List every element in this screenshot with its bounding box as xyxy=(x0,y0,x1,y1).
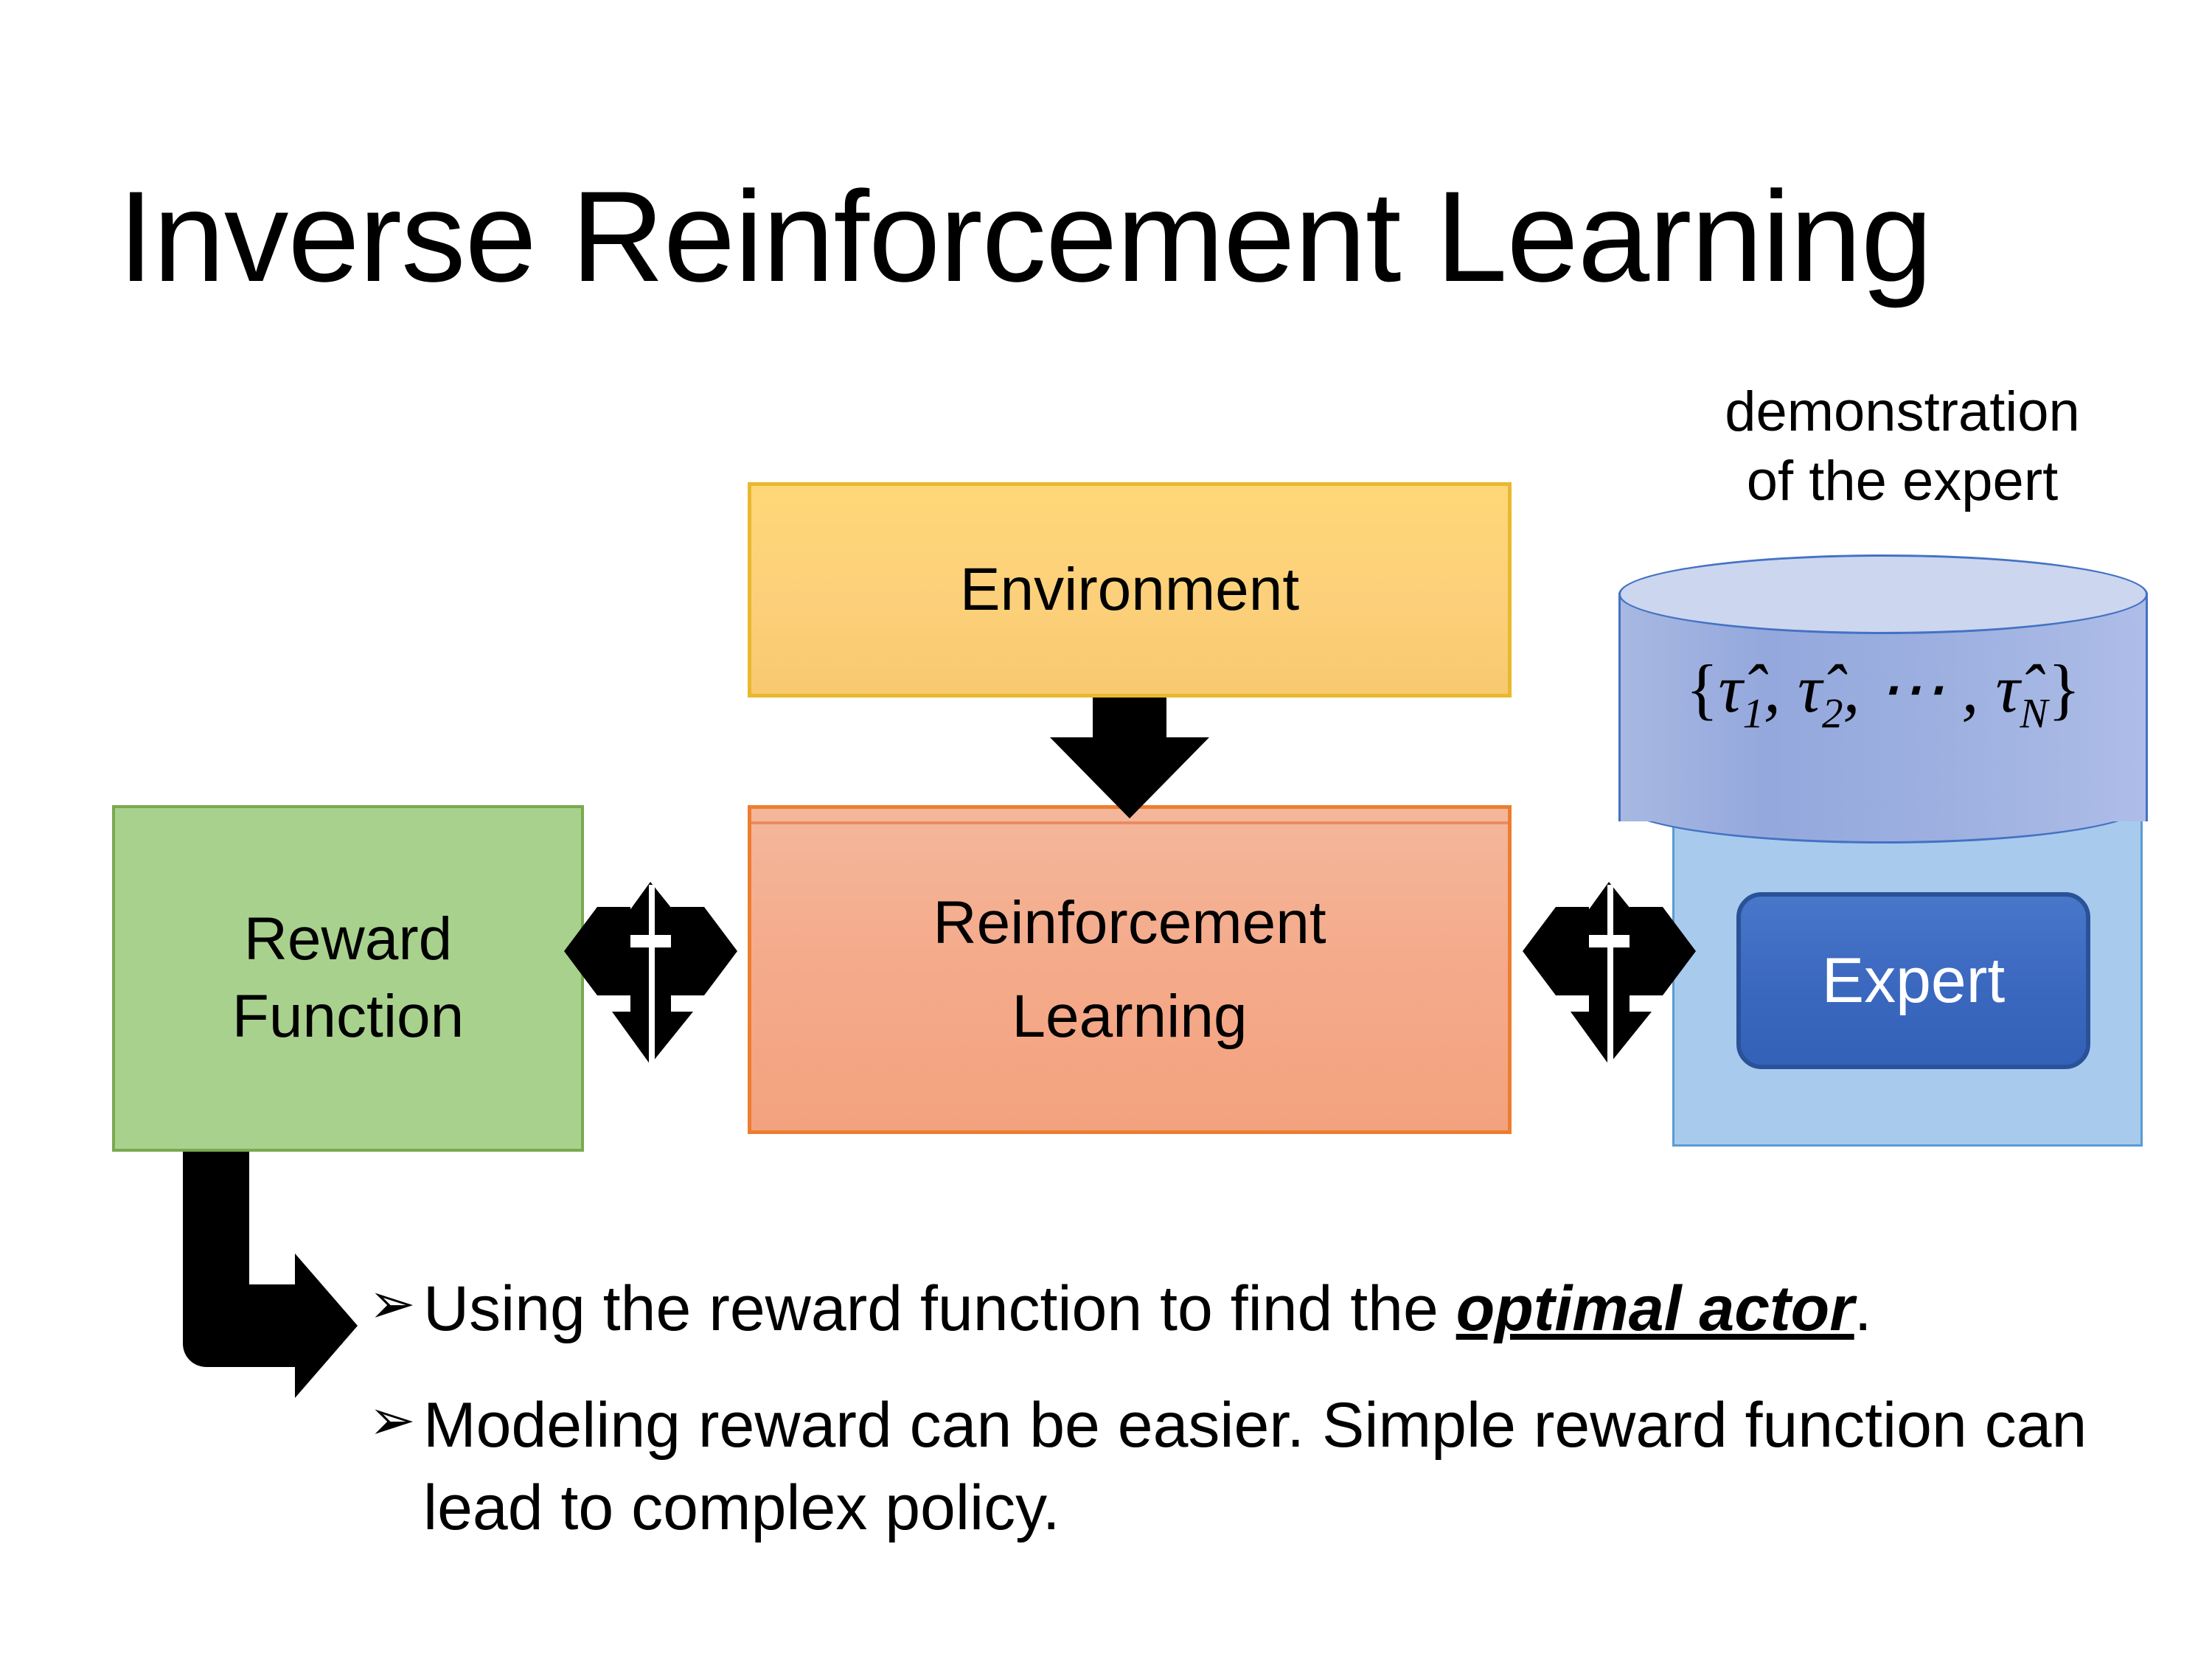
reward-function-label-line2: Function xyxy=(232,983,465,1050)
bullet-text-1: Using the reward function to find the op… xyxy=(423,1268,2109,1351)
page-title: Inverse Reinforcement Learning xyxy=(118,165,1933,309)
tau-n: τ̂ xyxy=(1995,651,2020,726)
environment-box[interactable]: Environment xyxy=(748,482,1512,698)
bullet-list: ➢ Using the reward function to find the … xyxy=(369,1268,2109,1583)
bullet-arrow-icon: ➢ xyxy=(369,1388,416,1452)
trajectory-set-label: {τ̂1, τ̂2, ⋯ , τ̂N} xyxy=(1618,649,2148,738)
list-item: ➢ Modeling reward can be easier. Simple … xyxy=(369,1385,2109,1550)
reinforcement-learning-box[interactable]: Reinforcement Learning xyxy=(748,805,1512,1134)
expert-label: Expert xyxy=(1821,945,2006,1016)
reward-function-label-line1: Reward xyxy=(243,905,453,973)
bullet-1-emphasis: optimal actor xyxy=(1455,1273,1854,1344)
tau-2: τ̂ xyxy=(1798,651,1822,726)
demonstration-caption-line2: of the expert xyxy=(1746,450,2059,513)
reward-function-box[interactable]: Reward Function xyxy=(112,805,584,1152)
bullet-arrow-icon: ➢ xyxy=(369,1273,416,1335)
demonstration-caption: demonstration of the expert xyxy=(1644,378,2160,516)
tau-separator-1: , xyxy=(1764,651,1798,726)
rl-label-line1: Reinforcement xyxy=(933,888,1326,956)
four-way-arrow-icon-left xyxy=(564,882,737,1066)
list-item: ➢ Using the reward function to find the … xyxy=(369,1268,2109,1351)
demonstration-cylinder[interactable]: {τ̂1, τ̂2, ⋯ , τ̂N} xyxy=(1618,554,2148,857)
tau-2-subscript: 2 xyxy=(1821,690,1843,737)
tau-1: τ̂ xyxy=(1718,651,1743,726)
tau-n-subscript: N xyxy=(2020,690,2048,737)
tau-1-subscript: 1 xyxy=(1742,690,1764,737)
demonstration-caption-line1: demonstration xyxy=(1725,380,2080,443)
reward-function-label: Reward Function xyxy=(232,901,465,1056)
four-way-arrow-icon-right xyxy=(1523,882,1696,1066)
down-arrow-icon xyxy=(1050,698,1209,818)
rl-box-top-rule xyxy=(751,821,1508,824)
rl-label-line2: Learning xyxy=(1012,983,1248,1050)
brace-close: } xyxy=(2048,651,2081,726)
environment-label: Environment xyxy=(959,556,1300,623)
tau-separator-2: , ⋯ , xyxy=(1843,651,1996,726)
bullet-text-2: Modeling reward can be easier. Simple re… xyxy=(423,1389,2087,1543)
bullet-1-text-after: . xyxy=(1854,1273,1872,1344)
elbow-arrow-icon xyxy=(183,1152,358,1398)
bullet-1-text-before: Using the reward function to find the xyxy=(423,1273,1456,1344)
reinforcement-learning-label: Reinforcement Learning xyxy=(933,876,1326,1063)
cylinder-top-cap xyxy=(1618,554,2148,634)
brace-open: { xyxy=(1686,651,1719,726)
expert-box[interactable]: Expert xyxy=(1736,892,2090,1069)
